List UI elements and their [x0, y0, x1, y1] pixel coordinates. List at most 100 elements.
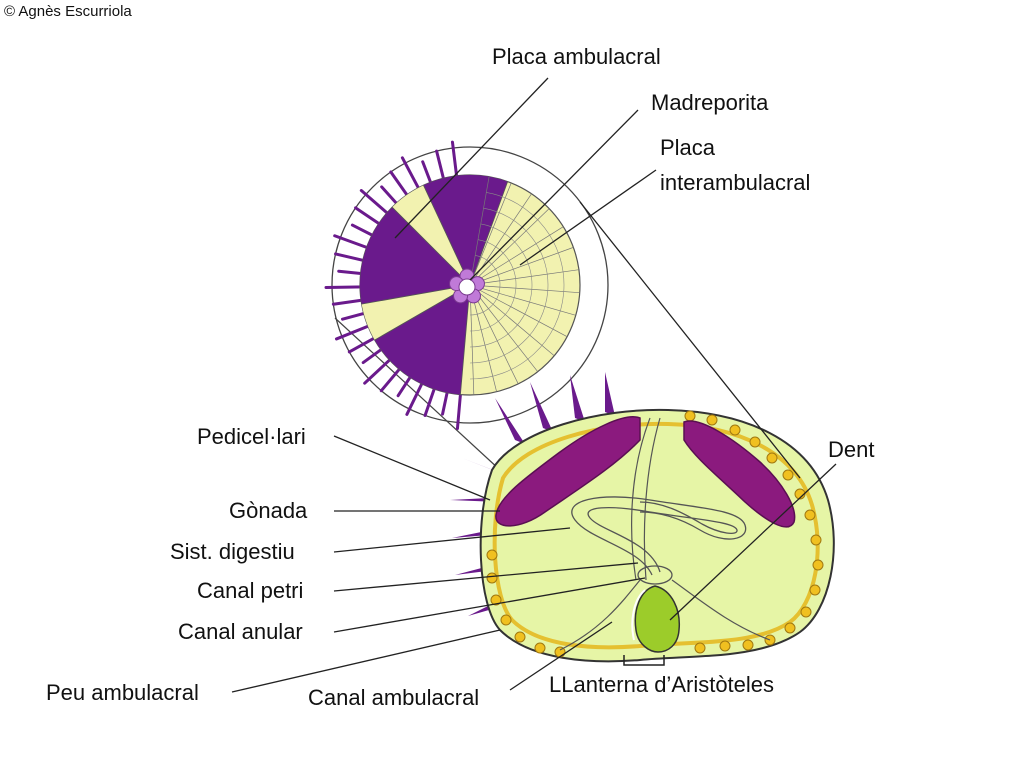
- tube-foot: [800, 606, 812, 618]
- lantern-bracket: [623, 655, 665, 666]
- stone-canal-2: [643, 417, 661, 581]
- leader-canal-anular: [333, 577, 646, 633]
- label-placa-interambulacral-line1: Placa: [660, 135, 716, 160]
- tube-foot: [749, 436, 761, 448]
- plate-row: [469, 239, 517, 332]
- plate-suture: [469, 284, 538, 372]
- leader-canal-petri: [333, 562, 639, 592]
- magnifier-circle: [331, 146, 609, 424]
- leader-madreporita: [469, 109, 639, 281]
- leader-peu-ambulacral: [231, 629, 501, 693]
- copyright-notice: © Agnès Escurriola: [4, 3, 132, 20]
- aboral-spine: [423, 383, 437, 417]
- lantern-arm-left: [559, 579, 641, 651]
- plate-suture: [469, 284, 475, 395]
- plate-grid: [469, 176, 580, 395]
- label-pedicellari: Pedicel·lari: [197, 424, 306, 449]
- label-placa-ambulacral: Placa ambulacral: [492, 44, 661, 69]
- plate-suture: [469, 247, 574, 286]
- tube-foot: [809, 584, 821, 596]
- test-inner-wall: [492, 421, 820, 650]
- aboral-view: [324, 140, 581, 430]
- tube-foot: [684, 410, 696, 422]
- ring-canal: [637, 565, 673, 585]
- section-spine: [605, 372, 615, 416]
- digestive-tract: [571, 496, 747, 576]
- tube-foot: [804, 509, 816, 521]
- label-canal-petri: Canal petri: [197, 578, 304, 603]
- aboral-spine: [405, 378, 426, 416]
- plate-row: [469, 255, 501, 316]
- plate-suture: [469, 208, 550, 286]
- plate-suture: [469, 226, 564, 286]
- section-spine: [530, 382, 553, 432]
- plate-suture: [469, 284, 580, 294]
- tube-foot: [706, 414, 718, 426]
- section-spine: [570, 375, 585, 422]
- plate-row: [469, 207, 549, 364]
- label-llanterna-aristoteles: LLanterna d’Aristòteles: [549, 672, 775, 697]
- aboral-spine: [400, 156, 422, 193]
- aboral-spine: [331, 298, 367, 306]
- lantern-tooth-outline: [631, 589, 646, 641]
- tube-foot: [486, 572, 498, 584]
- aboral-spine: [455, 389, 463, 430]
- tube-foot: [742, 639, 754, 651]
- section-view: [450, 372, 835, 666]
- tube-foot: [782, 469, 794, 481]
- gonad-left: [495, 416, 641, 527]
- tube-foot: [766, 452, 778, 464]
- label-gonada: Gònada: [229, 498, 308, 523]
- tube-foot: [812, 559, 824, 571]
- tube-foot: [500, 614, 512, 626]
- tube-foot: [810, 534, 822, 546]
- periproct: [458, 278, 476, 296]
- leader-magnifier-right: [579, 201, 801, 479]
- tube-foot: [486, 549, 498, 561]
- tube-foot: [490, 594, 502, 606]
- aboral-spine: [347, 334, 379, 354]
- tube-foot: [514, 631, 526, 643]
- aboral-spine: [334, 323, 374, 341]
- aboral-spine: [334, 252, 369, 263]
- label-canal-ambulacral: Canal ambulacral: [308, 685, 480, 710]
- label-canal-anular: Canal anular: [178, 619, 303, 644]
- aboral-spine: [389, 170, 411, 200]
- gonad-right: [683, 420, 796, 528]
- leader-placa-interambulacral: [519, 169, 657, 266]
- tube-foot: [694, 642, 706, 654]
- section-spine: [495, 398, 525, 444]
- leader-lines: [231, 77, 837, 693]
- plate-suture: [469, 182, 512, 286]
- label-placa-interambulacral-line2: interambulacral: [660, 170, 811, 195]
- label-sist-digestiu: Sist. digestiu: [170, 539, 295, 564]
- label-dent: Dent: [828, 437, 875, 462]
- plate-row: [469, 223, 533, 348]
- plate-suture: [469, 284, 576, 316]
- tube-foot: [784, 622, 796, 634]
- lantern-arm-right: [671, 579, 771, 641]
- tube-foot: [729, 424, 741, 436]
- plate-row: [469, 192, 565, 380]
- leader-pedicellari: [333, 435, 491, 501]
- label-madreporita: Madreporita: [651, 90, 769, 115]
- leader-placa-ambulacral: [394, 77, 549, 239]
- aboral-spine: [379, 364, 404, 393]
- tube-foot: [719, 640, 731, 652]
- aboral-spine: [354, 206, 384, 228]
- aboral-spine: [435, 149, 446, 184]
- leader-sist-digestiu: [333, 527, 571, 553]
- plate-suture: [469, 176, 490, 286]
- aboral-spine: [324, 285, 366, 290]
- plate-suture: [469, 284, 555, 356]
- plate-suture: [469, 269, 579, 286]
- plate-suture: [469, 284, 568, 337]
- stone-canal: [631, 417, 651, 581]
- leader-dent: [669, 463, 837, 621]
- tube-feet: [486, 410, 824, 658]
- aboral-spine: [363, 355, 394, 385]
- leader-canal-ambulacral: [509, 621, 613, 691]
- label-peu-ambulacral: Peu ambulacral: [46, 680, 199, 705]
